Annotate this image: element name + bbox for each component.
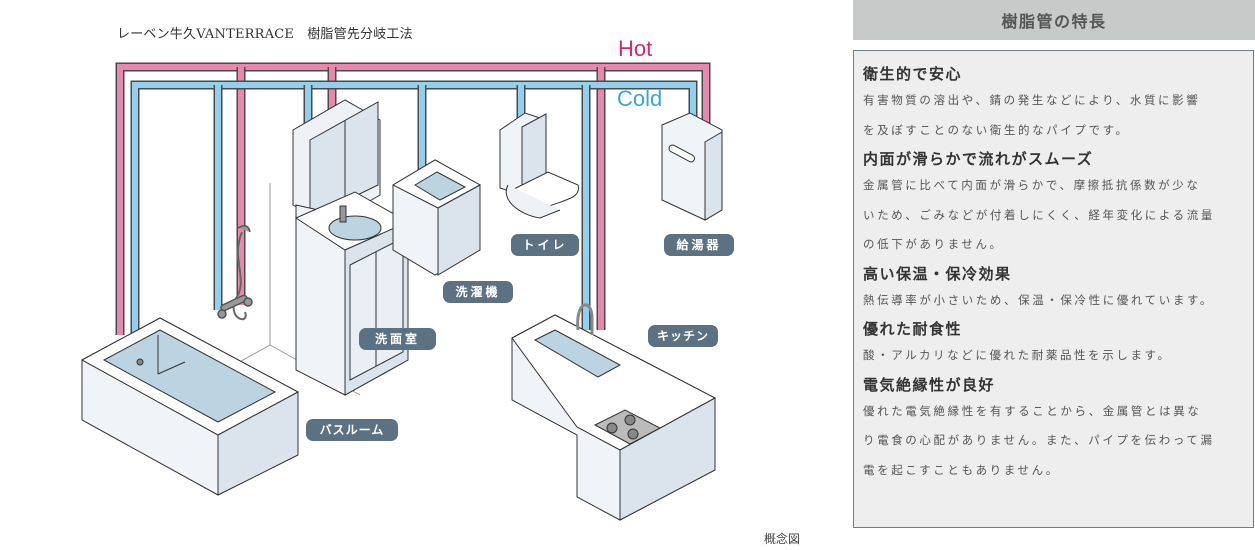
feature-title: 衛生的で安心 <box>863 65 963 83</box>
feature-line: の低下がありません。 <box>863 237 1004 251</box>
feature-title: 電気絶縁性が良好 <box>863 375 996 394</box>
feature-line: 優れた電気絶縁性を有することから、金属管とは異な <box>863 403 1202 418</box>
cold-legend-label: Cold <box>617 86 663 111</box>
tag-kitchen: キッチン <box>648 325 718 347</box>
features-header: 樹脂管の特長 <box>853 0 1255 40</box>
feature-hygienic: 衛生的で安心 有害物質の溶出や、錆の発生などにより、水質に影響 を及ぼすことのな… <box>863 61 1253 144</box>
feature-line: り電食の心配がありません。また、パイプを伝わって漏 <box>863 433 1215 447</box>
hot-legend-label: Hot <box>618 36 653 61</box>
shower-icon <box>217 225 253 321</box>
feature-insulation: 高い保温・保冷効果 熱伝導率が小さいため、保温・保冷性に優れています。 <box>863 261 1253 315</box>
tag-bathroom: バスルーム <box>306 419 398 441</box>
feature-line: 酸・アルカリなどに優れた耐薬品性を示します。 <box>863 348 1172 362</box>
feature-line: 金属管に比べて内面が滑らかで、摩擦抵抗係数が少な <box>863 178 1201 192</box>
tag-washing-machine: 洗濯機 <box>443 281 513 303</box>
feature-title: 高い保温・保冷効果 <box>863 264 1012 283</box>
feature-title: 優れた耐食性 <box>863 320 963 338</box>
kitchen-icon <box>511 303 717 521</box>
feature-line: いため、ごみなどが付着しにくく、経年変化による流量 <box>863 207 1215 222</box>
washing-machine-icon <box>391 159 482 276</box>
diagram-title: レーベン牛久VANTERRACE 樹脂管先分岐工法 <box>117 27 413 42</box>
piping-diagram <box>80 62 723 521</box>
vanity-icon <box>292 99 410 396</box>
feature-line: 有害物質の溶出や、錆の発生などにより、水質に影響 <box>863 93 1201 107</box>
tag-washroom: 洗面室 <box>359 328 436 350</box>
toilet-icon <box>499 112 579 219</box>
feature-electrical-insulation: 電気絶縁性が良好 優れた電気絶縁性を有することから、金属管とは異な り電食の心配… <box>863 372 1253 485</box>
tag-water-heater: 給湯器 <box>664 234 734 256</box>
feature-line: 電を起こすこともありません。 <box>863 462 1060 477</box>
feature-smooth-flow: 内面が滑らかで流れがスムーズ 金属管に比べて内面が滑らかで、摩擦抵抗係数が少な … <box>863 146 1253 259</box>
bathtub-icon <box>80 317 300 496</box>
water-heater-icon <box>661 112 723 221</box>
concept-caption: 概念図 <box>764 532 801 546</box>
feature-corrosion-resistance: 優れた耐食性 酸・アルカリなどに優れた耐薬品性を示します。 <box>863 316 1253 370</box>
feature-line: を及ぼすことのない衛生的なパイプです。 <box>863 122 1130 137</box>
feature-title: 内面が滑らかで流れがスムーズ <box>863 150 1094 168</box>
feature-line: 熱伝導率が小さいため、保温・保冷性に優れています。 <box>863 292 1215 307</box>
features-panel: 衛生的で安心 有害物質の溶出や、錆の発生などにより、水質に影響 を及ぼすことのな… <box>853 50 1254 528</box>
tag-toilet: トイレ <box>511 234 579 256</box>
